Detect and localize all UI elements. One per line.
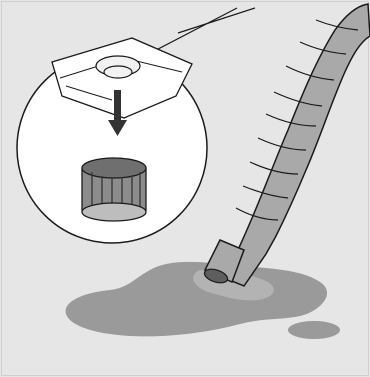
filter-cap-icon bbox=[82, 158, 146, 221]
